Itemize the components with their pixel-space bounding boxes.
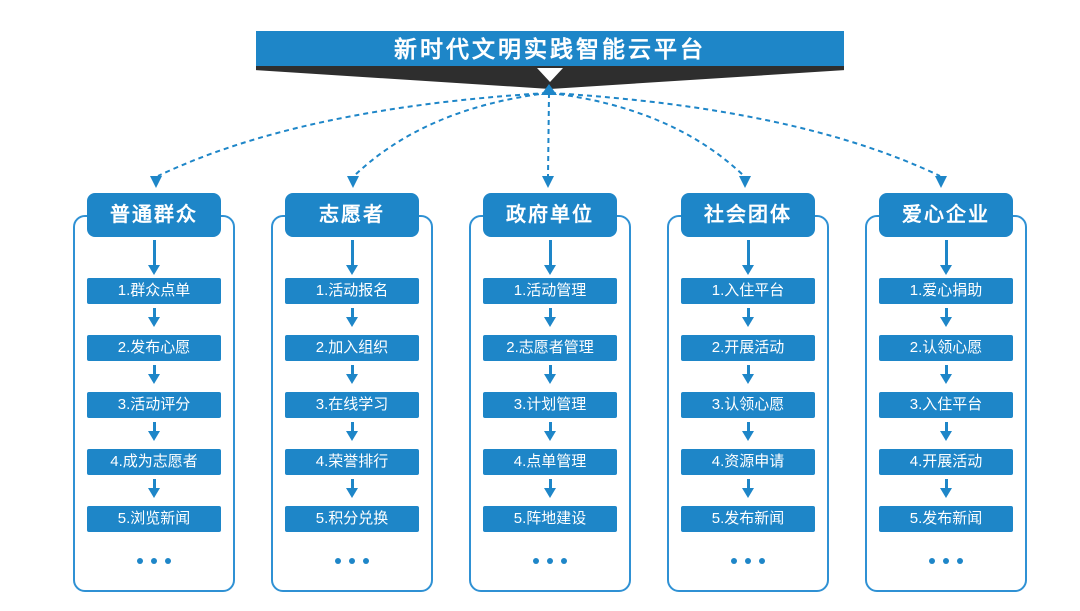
down-arrow-icon (544, 361, 556, 392)
arrowhead-col3-icon (542, 176, 554, 188)
flow-step: 1.活动报名 (285, 278, 419, 304)
connector-to-col3 (547, 92, 550, 177)
flow-step: 4.荣誉排行 (285, 449, 419, 475)
down-arrow-icon (148, 237, 160, 278)
down-arrow-icon (940, 475, 952, 506)
role-column-public: 普通群众 1.群众点单 2.发布心愿 3.活动评分 4.成为志愿者 5.浏览新闻 (73, 193, 235, 592)
flow-step: 5.发布新闻 (681, 506, 815, 532)
more-dots-icon (929, 558, 963, 564)
flow-step: 3.认领心愿 (681, 392, 815, 418)
more-dots-icon (533, 558, 567, 564)
flow-step: 2.志愿者管理 (483, 335, 617, 361)
flow-step: 4.点单管理 (483, 449, 617, 475)
down-arrow-icon (346, 304, 358, 335)
role-column-social-group: 社会团体 1.入住平台 2.开展活动 3.认领心愿 4.资源申请 5.发布新闻 (667, 193, 829, 592)
connector-to-col1 (157, 92, 548, 177)
down-arrow-icon (544, 475, 556, 506)
down-arrow-icon (346, 475, 358, 506)
down-arrow-icon (148, 304, 160, 335)
down-arrow-icon (544, 304, 556, 335)
platform-title-banner: 新时代文明实践智能云平台 (256, 31, 844, 66)
flow-step: 3.计划管理 (483, 392, 617, 418)
flow-step: 2.加入组织 (285, 335, 419, 361)
flow-step: 4.开展活动 (879, 449, 1013, 475)
down-arrow-icon (544, 237, 556, 278)
down-arrow-icon (742, 475, 754, 506)
down-arrow-icon (148, 418, 160, 449)
role-column-government: 政府单位 1.活动管理 2.志愿者管理 3.计划管理 4.点单管理 5.阵地建设 (469, 193, 631, 592)
flow-step: 5.发布新闻 (879, 506, 1013, 532)
down-arrow-icon (346, 237, 358, 278)
column-header: 爱心企业 (879, 193, 1013, 237)
down-arrow-icon (742, 418, 754, 449)
flow-step: 2.发布心愿 (87, 335, 221, 361)
down-arrow-icon (940, 361, 952, 392)
flow-step: 4.资源申请 (681, 449, 815, 475)
banner-down-arrow-icon (537, 68, 563, 82)
arrowhead-col4-icon (739, 176, 751, 188)
column-header: 普通群众 (87, 193, 221, 237)
down-arrow-icon (742, 304, 754, 335)
flow-step: 4.成为志愿者 (87, 449, 221, 475)
flow-step: 2.认领心愿 (879, 335, 1013, 361)
connector-to-col5 (550, 92, 941, 177)
column-header: 志愿者 (285, 193, 419, 237)
flow-step: 1.群众点单 (87, 278, 221, 304)
arrowhead-col5-icon (935, 176, 947, 188)
down-arrow-icon (346, 418, 358, 449)
connector-to-col4 (549, 92, 745, 177)
flow-step: 1.入住平台 (681, 278, 815, 304)
flow-step: 3.入住平台 (879, 392, 1013, 418)
flow-step: 3.在线学习 (285, 392, 419, 418)
role-column-enterprise: 爱心企业 1.爱心捐助 2.认领心愿 3.入住平台 4.开展活动 5.发布新闻 (865, 193, 1027, 592)
down-arrow-icon (148, 361, 160, 392)
down-arrow-icon (148, 475, 160, 506)
flow-step: 5.浏览新闻 (87, 506, 221, 532)
down-arrow-icon (940, 237, 952, 278)
down-arrow-icon (742, 361, 754, 392)
down-arrow-icon (544, 418, 556, 449)
column-header: 政府单位 (483, 193, 617, 237)
flow-step: 3.活动评分 (87, 392, 221, 418)
more-dots-icon (731, 558, 765, 564)
arrowhead-col1-icon (150, 176, 162, 188)
flow-step: 5.阵地建设 (483, 506, 617, 532)
connector-to-col2 (353, 92, 549, 177)
flow-step: 2.开展活动 (681, 335, 815, 361)
flow-step: 5.积分兑换 (285, 506, 419, 532)
flow-step: 1.爱心捐助 (879, 278, 1013, 304)
role-column-volunteer: 志愿者 1.活动报名 2.加入组织 3.在线学习 4.荣誉排行 5.积分兑换 (271, 193, 433, 592)
down-arrow-icon (346, 361, 358, 392)
column-header: 社会团体 (681, 193, 815, 237)
flow-step: 1.活动管理 (483, 278, 617, 304)
down-arrow-icon (940, 304, 952, 335)
down-arrow-icon (742, 237, 754, 278)
role-columns: 普通群众 1.群众点单 2.发布心愿 3.活动评分 4.成为志愿者 5.浏览新闻… (73, 193, 1027, 592)
more-dots-icon (137, 558, 171, 564)
more-dots-icon (335, 558, 369, 564)
arrowhead-col2-icon (347, 176, 359, 188)
down-arrow-icon (940, 418, 952, 449)
